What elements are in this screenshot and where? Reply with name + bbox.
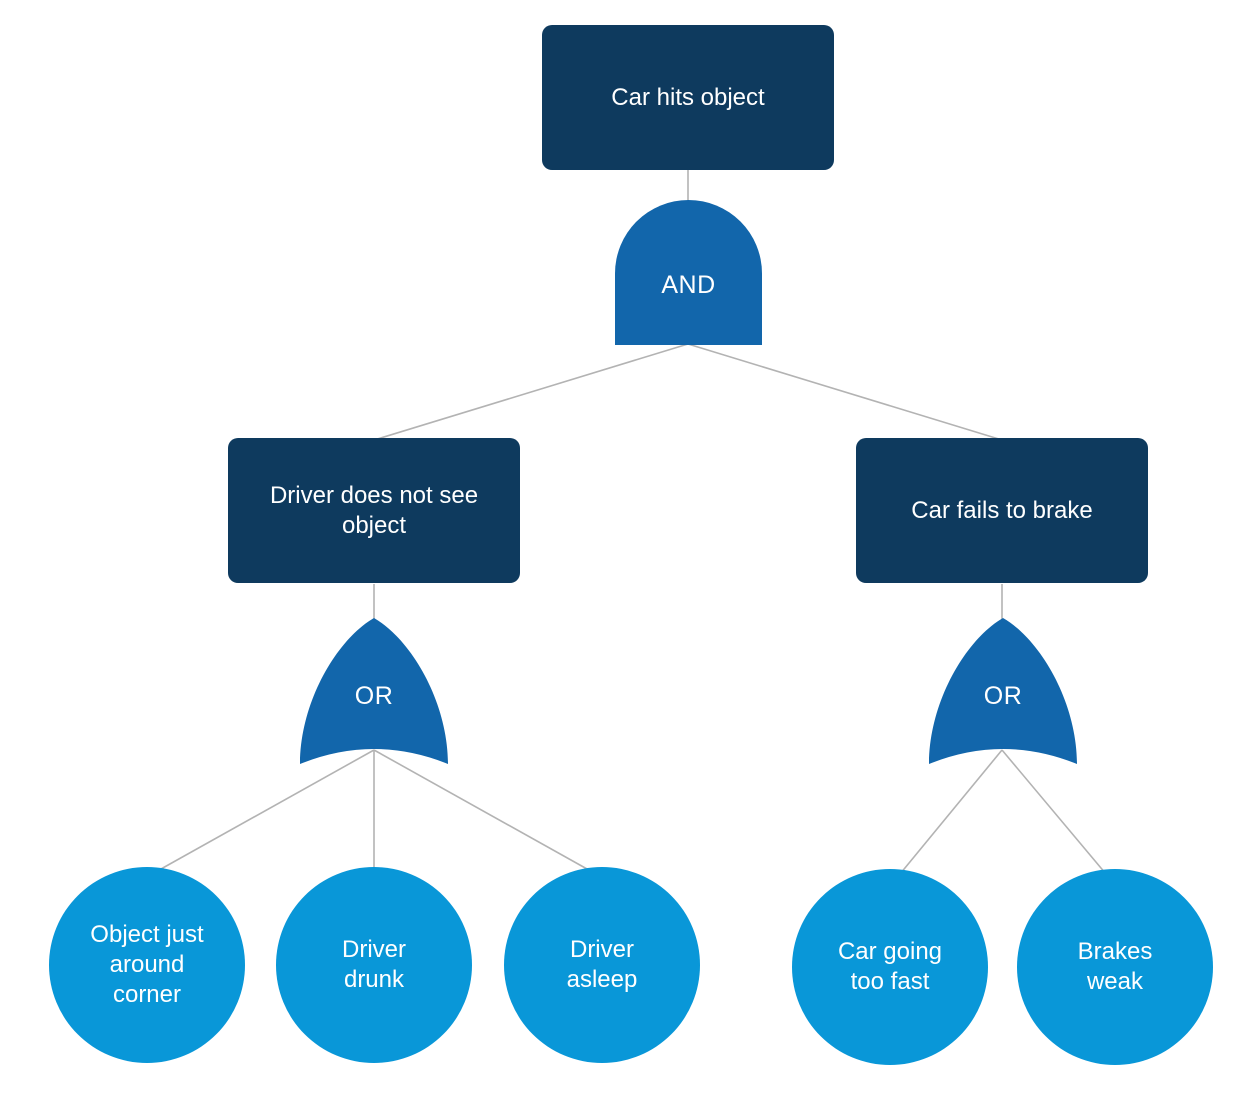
or-gate-right: OR [929, 618, 1077, 764]
or-gate-shape [929, 618, 1077, 764]
basic-event-circle-object-around-corner: Object just around corner [49, 867, 245, 1063]
basic-event-label: Driver drunk [342, 936, 406, 993]
connector-line [899, 749, 1003, 875]
intermediate-event-box-left: Driver does not see object [228, 438, 520, 583]
top-event-label: Car hits object [611, 83, 765, 111]
or-gate-shape [300, 618, 448, 764]
intermediate-event-box-right: Car fails to brake [856, 438, 1148, 583]
and-gate: AND [615, 200, 762, 345]
or-gate-left: OR [300, 618, 448, 764]
intermediate-event-label-right: Car fails to brake [911, 496, 1093, 524]
connector-line [1001, 749, 1107, 875]
top-event-box: Car hits object [542, 25, 834, 170]
basic-event-circle-car-too-fast: Car going too fast [792, 869, 988, 1065]
and-gate-label: AND [661, 271, 716, 299]
connector-line [151, 749, 375, 875]
basic-event-circle-brakes-weak: Brakes weak [1017, 869, 1213, 1065]
basic-event-circle-driver-asleep: Driver asleep [504, 867, 700, 1063]
or-gate-left-label: OR [354, 682, 394, 710]
connector-line [373, 749, 597, 875]
basic-event-circle-driver-drunk: Driver drunk [276, 867, 472, 1063]
connector-line [373, 343, 689, 441]
basic-event-label: Driver asleep [566, 936, 638, 993]
connector-line [687, 343, 1003, 441]
or-gate-right-label: OR [983, 682, 1023, 710]
basic-event-label: Object just around corner [90, 921, 204, 1008]
basic-event-label: Brakes weak [1077, 938, 1153, 995]
basic-event-label: Car going too fast [837, 938, 943, 995]
intermediate-event-label-left: Driver does not see object [269, 481, 479, 539]
